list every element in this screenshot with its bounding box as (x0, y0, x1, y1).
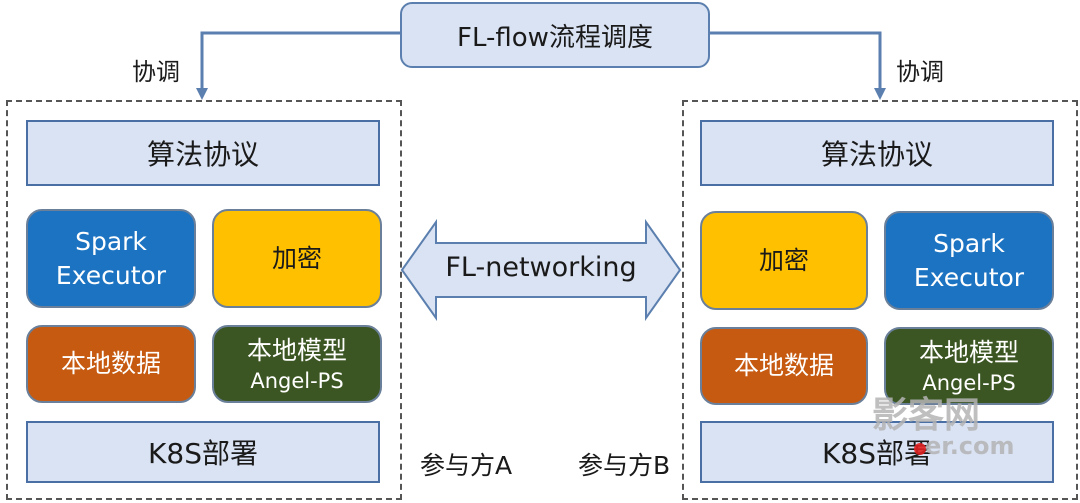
party-b-local-data-label: 本地数据 (733, 351, 834, 380)
party-b-protocol-label: 算法协议 (820, 138, 933, 171)
party-a-encryption-label: 加密 (271, 243, 322, 273)
party-a-deploy-bar: K8S部署 (26, 421, 380, 483)
fl-flow-title: FL-flow流程调度 (457, 22, 653, 53)
party-a-local-data-label: 本地数据 (60, 349, 161, 378)
party-b-local-model-line2: Angel-PS (922, 371, 1016, 395)
party-b-deploy-label: K8S部署 (822, 437, 932, 470)
watermark-line1: 影客网 (872, 395, 981, 436)
party-b-spark-line2: Executor (913, 262, 1025, 292)
party-b-spark-executor: Spark Executor (884, 211, 1054, 310)
left-arrowhead (196, 88, 208, 100)
party-a-container (6, 100, 402, 500)
party-a-spark-executor: Spark Executor (26, 209, 196, 308)
party-a-deploy-label: K8S部署 (148, 437, 258, 470)
party-a-encryption: 加密 (212, 209, 382, 308)
party-a-protocol-label: 算法协议 (146, 138, 259, 171)
watermark-dot-icon (914, 443, 926, 455)
party-b-local-model-line1: 本地模型 (918, 338, 1019, 367)
party-a-local-data: 本地数据 (26, 325, 196, 403)
party-b-local-model: 本地模型 Angel-PS (884, 327, 1054, 405)
right-connector (710, 31, 882, 90)
watermark-domain: er.com (925, 432, 1015, 460)
right-arrowhead (874, 88, 886, 100)
party-b-encryption: 加密 (700, 211, 868, 310)
coordinate-label-right: 协调 (896, 58, 944, 86)
party-b-protocol-bar: 算法协议 (700, 120, 1054, 186)
party-b-deploy-bar: K8S部署 (700, 421, 1054, 483)
party-b-encryption-label: 加密 (758, 245, 809, 275)
party-b-spark-line1: Spark (933, 228, 1005, 258)
fl-flow-scheduler-box: FL-flow流程调度 (400, 2, 710, 68)
watermark-line2: er.com (925, 432, 1015, 460)
party-a-spark-line1: Spark (75, 226, 147, 256)
party-b-container (682, 100, 1078, 500)
party-a-local-model: 本地模型 Angel-PS (212, 325, 382, 403)
party-a-local-model-line1: 本地模型 (246, 336, 347, 365)
party-a-name: 参与方A (420, 451, 513, 480)
left-connector (200, 31, 400, 90)
networking-double-arrow (400, 218, 682, 322)
party-b-local-data: 本地数据 (700, 327, 868, 405)
coordinate-label-left: 协调 (132, 58, 180, 86)
party-a-spark-line2: Executor (55, 260, 167, 290)
party-a-local-model-line2: Angel-PS (250, 369, 344, 393)
watermark-logo: 影客网 (872, 386, 980, 438)
party-b-name: 参与方B (578, 451, 671, 480)
networking-label: FL-networking (445, 252, 637, 283)
party-a-protocol-bar: 算法协议 (26, 120, 380, 186)
